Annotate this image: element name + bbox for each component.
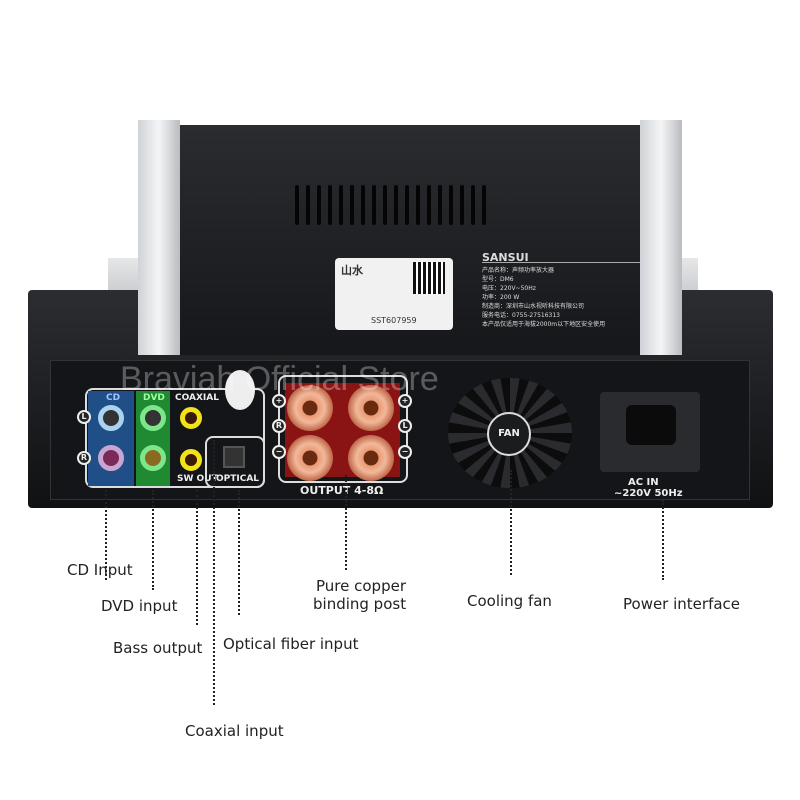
cd-left-jack[interactable] bbox=[98, 405, 124, 431]
side-plate-right bbox=[640, 120, 682, 355]
watermark: Braviah Official Store bbox=[120, 360, 439, 398]
binding-post-left-plus[interactable] bbox=[348, 385, 394, 431]
coaxial-jack[interactable] bbox=[180, 407, 202, 429]
cd-right-jack[interactable] bbox=[98, 445, 124, 471]
binding-post-right-minus[interactable] bbox=[287, 435, 333, 481]
optical-group bbox=[205, 436, 265, 488]
dvd-label: DVD bbox=[143, 393, 165, 403]
sticker-logo: 山水 bbox=[341, 264, 363, 277]
ac-in-label: AC IN bbox=[628, 477, 659, 488]
sw-out-jack[interactable] bbox=[180, 449, 202, 471]
callout-optical-input: Optical fiber input bbox=[223, 635, 359, 653]
callout-binding-post-line2: binding post bbox=[313, 595, 407, 613]
callout-dvd-input: DVD input bbox=[101, 597, 178, 615]
optical-label: OPTICAL bbox=[216, 474, 260, 484]
callout-cooling-fan: Cooling fan bbox=[467, 592, 552, 610]
sw-out-label: SW OUT bbox=[177, 474, 218, 484]
spec-line: 服务电话：0755-27516313 bbox=[482, 312, 560, 319]
leader-line-cd bbox=[105, 490, 107, 580]
qr-code bbox=[413, 262, 445, 294]
dvd-left-jack[interactable] bbox=[140, 405, 166, 431]
plus-marker: + bbox=[272, 394, 286, 408]
spec-line: 电压：220V~50Hz bbox=[482, 285, 536, 292]
brand-name: SANSUI bbox=[482, 252, 640, 263]
callout-coaxial-input: Coaxial input bbox=[185, 722, 284, 740]
dvd-right-jack[interactable] bbox=[140, 445, 166, 471]
brand-sticker bbox=[225, 370, 255, 410]
minus-marker: − bbox=[398, 445, 412, 459]
leader-line-binding bbox=[345, 475, 347, 570]
spec-line: 制造商：深圳市山水视听科技有限公司 bbox=[482, 303, 585, 310]
spec-line: 型号：DM6 bbox=[482, 276, 514, 283]
callout-binding-post-line1: Pure copper bbox=[316, 577, 406, 595]
power-inlet[interactable] bbox=[626, 405, 676, 445]
side-plate-left bbox=[138, 120, 180, 355]
leader-line-dvd bbox=[152, 490, 154, 590]
right-marker: R bbox=[272, 419, 286, 433]
right-channel-marker: R bbox=[77, 451, 91, 465]
left-channel-marker: L bbox=[77, 410, 91, 424]
qr-sticker: 山水 SST607959 bbox=[335, 258, 453, 330]
vent-slots bbox=[295, 185, 505, 225]
left-marker: L bbox=[398, 419, 412, 433]
minus-marker: − bbox=[272, 445, 286, 459]
leader-line-bass bbox=[196, 490, 198, 625]
spec-line: 产品名称：声频功率放大器 bbox=[482, 267, 555, 274]
leader-line-optical bbox=[238, 490, 240, 615]
leader-line-coaxial bbox=[213, 440, 215, 705]
spec-line: 功率：200 W bbox=[482, 294, 520, 301]
optical-port[interactable] bbox=[223, 446, 245, 468]
leader-line-fan bbox=[510, 470, 512, 575]
fan-hub: FAN bbox=[487, 412, 531, 456]
binding-post-left-minus[interactable] bbox=[348, 435, 394, 481]
leader-line-power bbox=[662, 500, 664, 580]
callout-power-interface: Power interface bbox=[623, 595, 741, 613]
input-group bbox=[85, 388, 265, 488]
coaxial-label: COAXIAL bbox=[175, 393, 219, 403]
callout-cd-input: CD Input bbox=[67, 561, 133, 579]
serial-number: SST607959 bbox=[371, 316, 417, 325]
binding-post-right-plus[interactable] bbox=[287, 385, 333, 431]
voltage-label: ~220V 50Hz bbox=[614, 488, 683, 499]
callout-bass-output: Bass output bbox=[113, 639, 203, 657]
cd-label: CD bbox=[106, 393, 121, 403]
output-label: OUTPUT 4-8Ω bbox=[300, 484, 384, 497]
nameplate: SANSUI 产品名称：声频功率放大器 型号：DM6 电压：220V~50Hz … bbox=[476, 247, 646, 339]
plus-marker: + bbox=[398, 394, 412, 408]
spec-line: 本产品仅适用于海拔2000m以下地区安全使用 bbox=[482, 321, 606, 328]
